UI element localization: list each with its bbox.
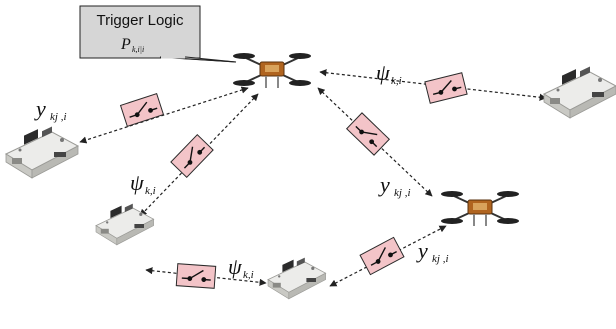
switch-board-bottom-drone-right xyxy=(359,236,405,276)
svg-text:y: y xyxy=(34,96,46,121)
link-drone-top-to-board-right xyxy=(319,69,547,101)
label-y-center: y kj ,i xyxy=(378,172,411,199)
trigger-logic-callout: Trigger Logic P k,i|i xyxy=(79,5,237,63)
drone-right xyxy=(440,190,520,227)
drone-top xyxy=(232,52,312,89)
link-board-mid-left-to-board-bottom xyxy=(145,267,267,286)
switches xyxy=(119,72,468,289)
svg-text:ψ: ψ xyxy=(130,170,144,195)
switch-drone-top-board-left xyxy=(119,93,165,127)
board-bottom xyxy=(267,257,327,300)
svg-text:y: y xyxy=(378,172,390,197)
svg-text:k,i: k,i xyxy=(391,75,402,87)
board-right xyxy=(543,66,616,119)
edge-labels: y kj ,i ψ k,i ψ k,i y kj ,i ψ k,i y kj ,… xyxy=(34,60,449,281)
switch-board-mid-left-board-bottom xyxy=(175,263,217,289)
switch-drone-top-board-mid-left xyxy=(170,133,214,179)
link-drone-top-to-board-left xyxy=(79,86,249,144)
label-psi-bottom: ψ k,i xyxy=(228,254,254,281)
callout-symbol-subscript: k,i|i xyxy=(132,45,144,54)
switch-drone-top-board-right xyxy=(424,72,468,104)
svg-text:kj ,i: kj ,i xyxy=(432,253,449,265)
callout-symbol: P xyxy=(120,36,131,53)
svg-text:k,i: k,i xyxy=(145,185,156,197)
label-y-left: y kj ,i xyxy=(34,96,67,123)
svg-text:y: y xyxy=(416,238,428,263)
callout-title: Trigger Logic xyxy=(97,12,184,29)
board-left xyxy=(5,126,79,179)
svg-text:k,i: k,i xyxy=(243,269,254,281)
svg-text:ψ: ψ xyxy=(376,60,390,85)
label-psi-top-right: ψ k,i xyxy=(376,60,402,87)
switch-drone-top-drone-right xyxy=(345,112,391,156)
board-mid-left xyxy=(95,203,155,246)
svg-text:kj ,i: kj ,i xyxy=(50,111,67,123)
label-psi-mid-left: ψ k,i xyxy=(130,170,156,197)
svg-text:kj ,i: kj ,i xyxy=(394,187,411,199)
label-y-bottom-right: y kj ,i xyxy=(416,238,449,265)
svg-text:ψ: ψ xyxy=(228,254,242,279)
